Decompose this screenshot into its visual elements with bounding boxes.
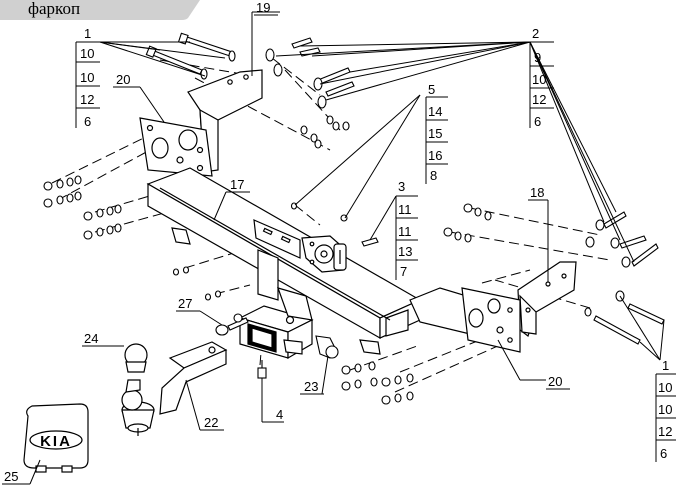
stack-left-top: 1 10 10 12 6 <box>75 26 100 129</box>
stack-right-bottom-0: 1 <box>662 358 669 373</box>
center-mount-plate <box>253 219 347 273</box>
tow-ball <box>124 343 148 373</box>
stack-center-b-1: 11 <box>398 202 412 217</box>
stack-right-bottom-1: 10 <box>658 380 672 395</box>
stack-center-b-2: 11 <box>398 224 412 239</box>
stack-center-a-3: 16 <box>428 148 442 163</box>
callout-27: 27 <box>178 296 192 311</box>
stack-left-top-1: 10 <box>80 46 94 61</box>
stack-center-b-4: 7 <box>400 264 407 279</box>
header-tab-label: фаркоп <box>28 0 81 18</box>
bottom-nut-stacks <box>172 202 414 405</box>
stack-center-a-4: 8 <box>430 168 437 183</box>
left-mounting-bracket <box>139 69 263 177</box>
callout-17: 17 <box>230 177 244 192</box>
callout-19: 19 <box>256 0 270 15</box>
callout-18: 18 <box>530 185 544 200</box>
stack-center-a: 5 14 15 16 8 <box>425 82 448 184</box>
kia-logo: KIA <box>40 433 72 450</box>
stack-right-top-3: 12 <box>532 92 546 107</box>
callout-25: 25 <box>4 469 18 484</box>
stack-left-top-4: 6 <box>84 114 91 129</box>
stack-right-top: 2 9 10 12 6 <box>529 26 554 129</box>
callout-labels: 19 20 17 18 27 24 22 23 4 20 25 <box>2 0 570 485</box>
stack-right-bottom-3: 12 <box>658 424 672 439</box>
stack-left-top-2: 10 <box>80 70 94 85</box>
stack-right-bottom: 1 10 10 12 6 <box>655 358 676 462</box>
left-top-bolts <box>145 32 321 80</box>
callout-20-right: 20 <box>548 374 562 389</box>
callout-23: 23 <box>304 379 318 394</box>
stack-right-top-4: 6 <box>534 114 541 129</box>
callout-24: 24 <box>84 331 98 346</box>
electrical-socket <box>315 335 339 359</box>
stack-center-b: 3 11 11 13 7 <box>395 179 418 280</box>
stack-center-a-1: 14 <box>428 104 442 119</box>
stack-center-b-3: 13 <box>398 244 412 259</box>
stack-center-a-2: 15 <box>428 126 442 141</box>
stack-right-top-0: 2 <box>532 26 539 41</box>
callout-20-left: 20 <box>116 72 130 87</box>
stack-center-a-0: 5 <box>428 82 435 97</box>
stack-left-top-3: 12 <box>80 92 94 107</box>
stack-left-top-0: 1 <box>84 26 91 41</box>
stack-right-bottom-2: 10 <box>658 402 672 417</box>
right-top-bolts <box>300 67 355 149</box>
stack-right-top-1: 9 <box>534 50 541 65</box>
callout-22: 22 <box>204 415 218 430</box>
stack-right-top-2: 10 <box>532 72 546 87</box>
callout-4: 4 <box>276 407 283 422</box>
hitch-receiver <box>238 249 314 360</box>
ball-mount <box>121 341 228 436</box>
receiver-cover-cap <box>23 403 89 473</box>
right-mounting-bracket <box>461 261 577 353</box>
stack-center-b-0: 3 <box>398 179 405 194</box>
left-nut-stacks <box>43 175 122 240</box>
header-tab: фаркоп <box>0 0 200 20</box>
header-tab-shape <box>0 0 200 20</box>
stack-right-bottom-4: 6 <box>660 446 667 461</box>
pin-clip <box>215 313 249 336</box>
right-nut-stacks <box>443 203 665 345</box>
